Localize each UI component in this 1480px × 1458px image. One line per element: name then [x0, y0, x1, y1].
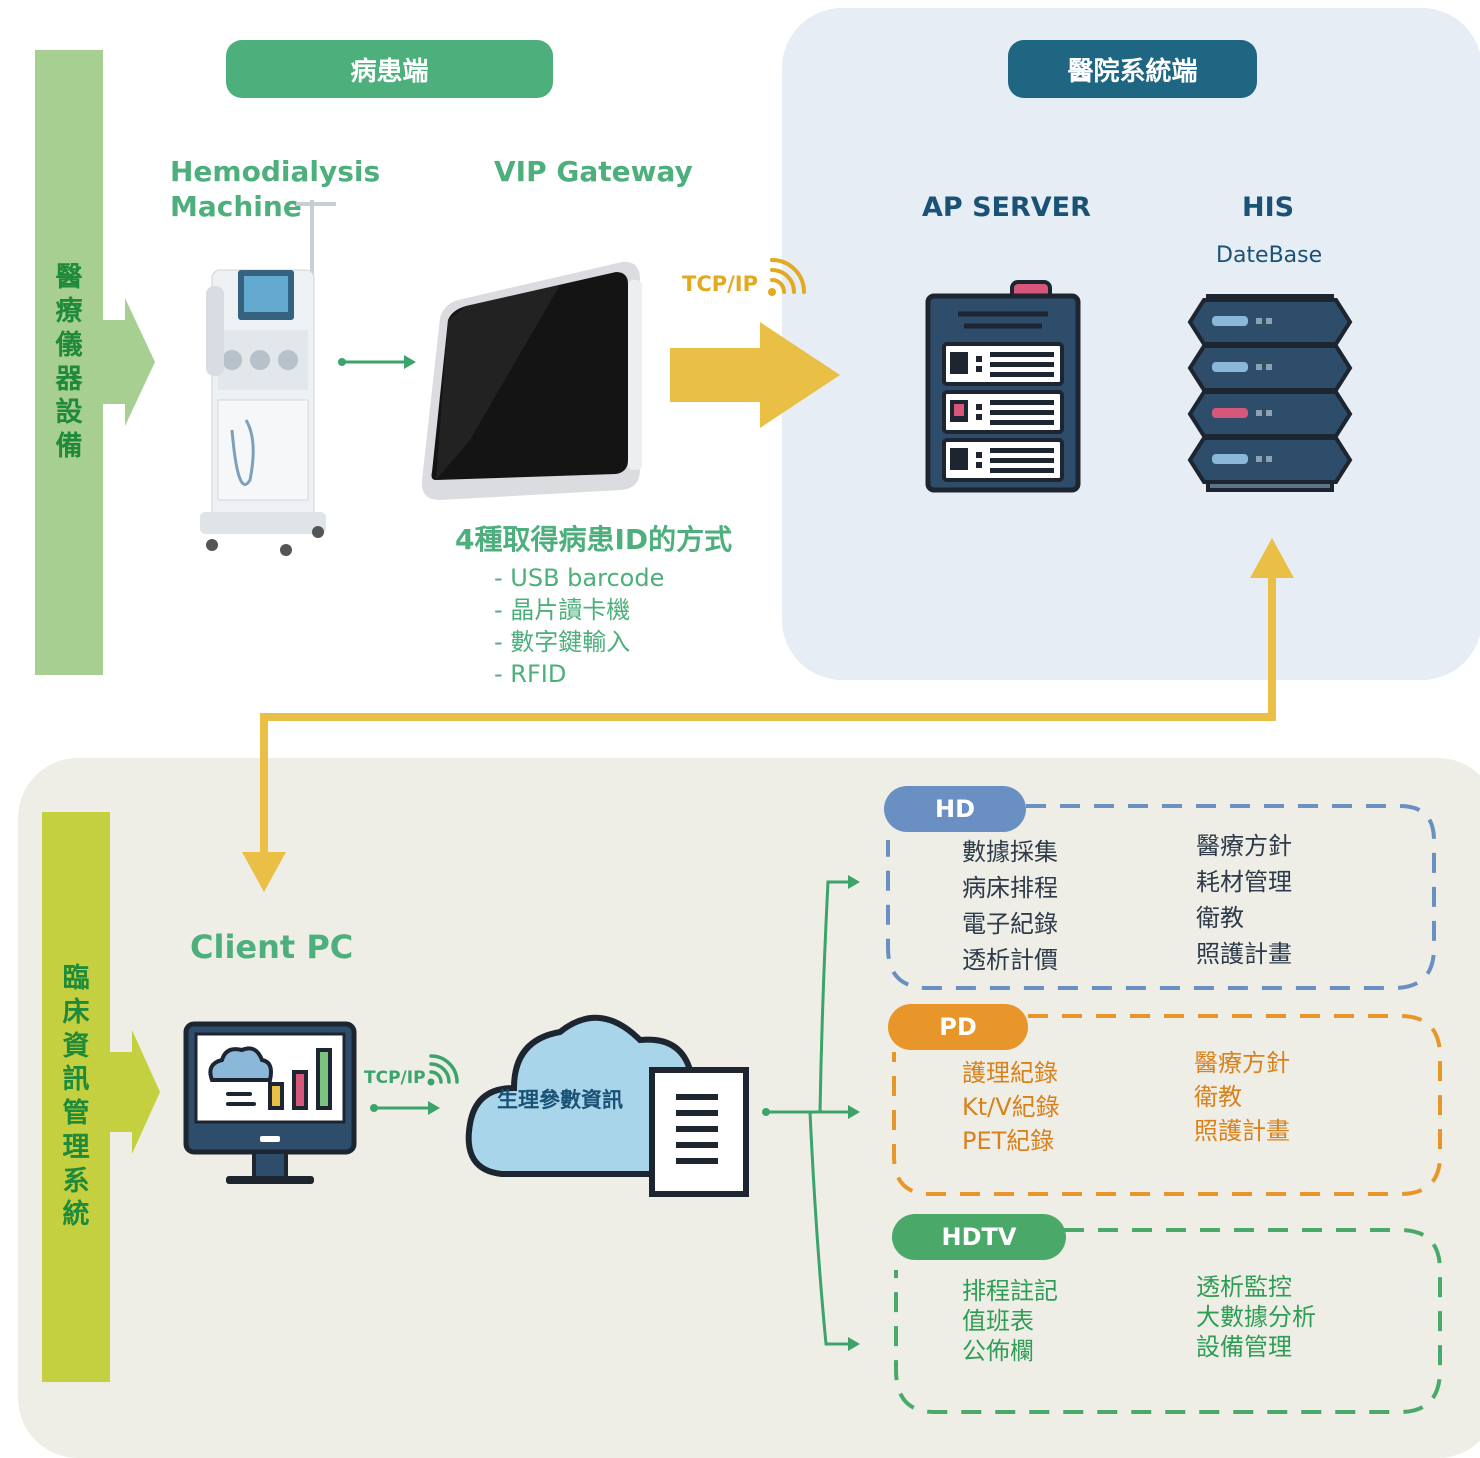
vertical-char: 設 [55, 397, 83, 429]
hd-group-border [886, 804, 1436, 990]
hd-features-right: 醫療方針 耗材管理 衛教 照護計畫 [1196, 828, 1292, 972]
his-database-label: DateBase [1216, 243, 1323, 268]
hdtv-features-left: 排程註記 值班表 公佈欄 [962, 1276, 1058, 1366]
cloud-data-icon [465, 1014, 749, 1197]
client-pc-icon [183, 1021, 357, 1184]
hdtv-group-border [894, 1228, 1442, 1414]
id-method-item: - RFID [494, 660, 567, 688]
wifi-icon [768, 258, 806, 296]
feature-item: 醫療方針 [1196, 832, 1292, 860]
pd-tag: PD [888, 1004, 1028, 1050]
equipment-side-arrow [100, 298, 155, 426]
feature-item: 照護計畫 [1196, 940, 1292, 968]
feature-item: 設備管理 [1196, 1333, 1292, 1361]
tcp-label-bottom: TCP/IP [364, 1068, 426, 1088]
feature-item: 透析監控 [1196, 1273, 1292, 1301]
machine-to-gateway-arrow [338, 355, 416, 369]
id-methods-list: - USB barcode - 晶片讀卡機 - 數字鍵輸入 - RFID [494, 562, 664, 690]
feature-item: 病床排程 [962, 874, 1058, 902]
clinical-system-bar: 臨床資訊管理系統 [42, 812, 110, 1382]
feature-item: 排程註記 [962, 1277, 1058, 1305]
feature-item: 護理紀錄 [962, 1059, 1058, 1087]
hd-features-left: 數據採集 病床排程 電子紀錄 透析計價 [962, 834, 1058, 978]
vertical-char: 統 [62, 1199, 90, 1231]
his-label: HIS [1242, 192, 1295, 223]
feature-item: 值班表 [962, 1307, 1034, 1335]
ap-server-icon [925, 280, 1081, 493]
hospital-side-title: 醫院系統端 [1008, 40, 1257, 98]
pd-group-border [892, 1014, 1442, 1196]
id-method-item: - 數字鍵輸入 [494, 628, 631, 656]
hdtv-features-right: 透析監控 大數據分析 設備管理 [1196, 1272, 1316, 1362]
gateway-to-server-arrow [670, 322, 840, 428]
vertical-char: 資 [62, 1030, 90, 1062]
pd-features-left: 護理紀錄 Kt/V紀錄 PET紀錄 [962, 1056, 1060, 1158]
feature-item: 耗材管理 [1196, 868, 1292, 896]
feature-item: 衛教 [1194, 1083, 1242, 1111]
tcp-label-top: TCP/IP [682, 272, 759, 296]
vertical-char: 系 [62, 1165, 90, 1197]
gateway-label: VIP Gateway [494, 155, 693, 188]
feature-item: 數據採集 [962, 838, 1058, 866]
vertical-char: 管 [62, 1098, 90, 1129]
id-method-item: - USB barcode [494, 564, 665, 592]
vertical-char: 備 [55, 431, 83, 462]
patient-side-title: 病患端 [226, 40, 553, 98]
his-client-connector [242, 538, 1294, 892]
vertical-char: 理 [62, 1131, 90, 1163]
pc-to-cloud-arrow [370, 1101, 440, 1115]
id-methods-title: 4種取得病患ID的方式 [455, 523, 733, 556]
ap-server-label: AP SERVER [922, 192, 1091, 223]
feature-item: 透析計價 [962, 946, 1058, 974]
vertical-char: 儀 [55, 329, 83, 361]
client-pc-label: Client PC [190, 928, 354, 966]
hd-tag: HD [884, 786, 1026, 832]
branch-arrows [762, 875, 860, 1351]
feature-item: PET紀錄 [962, 1127, 1055, 1155]
vertical-char: 訊 [62, 1064, 90, 1096]
medical-equipment-bar: 醫療儀器設備 [35, 50, 103, 675]
vertical-char: 療 [55, 296, 83, 327]
feature-item: 大數據分析 [1196, 1303, 1316, 1331]
feature-item: 公佈欄 [962, 1337, 1034, 1365]
hemodialysis-machine-image [200, 200, 336, 556]
pd-features-right: 醫療方針 衛教 照護計畫 [1194, 1046, 1290, 1148]
hospital-panel [782, 8, 1480, 680]
wifi-icon [427, 1054, 459, 1086]
hdtv-tag: HDTV [892, 1214, 1066, 1260]
feature-item: Kt/V紀錄 [962, 1093, 1060, 1121]
feature-item: 醫療方針 [1194, 1049, 1290, 1077]
vertical-char: 臨 [62, 963, 90, 994]
cloud-label: 生理參數資訊 [497, 1088, 623, 1112]
clinical-side-arrow [108, 1030, 160, 1154]
vertical-char: 器 [55, 363, 83, 395]
id-method-item: - 晶片讀卡機 [494, 596, 631, 624]
feature-item: 照護計畫 [1194, 1117, 1290, 1145]
vip-gateway-image [421, 261, 642, 500]
vertical-char: 床 [62, 996, 90, 1028]
vertical-char: 醫 [55, 262, 83, 294]
feature-item: 電子紀錄 [962, 910, 1058, 938]
his-database-icon [1187, 294, 1353, 492]
feature-item: 衛教 [1196, 904, 1244, 932]
hemodialysis-label: Hemodialysis Machine [170, 155, 381, 223]
